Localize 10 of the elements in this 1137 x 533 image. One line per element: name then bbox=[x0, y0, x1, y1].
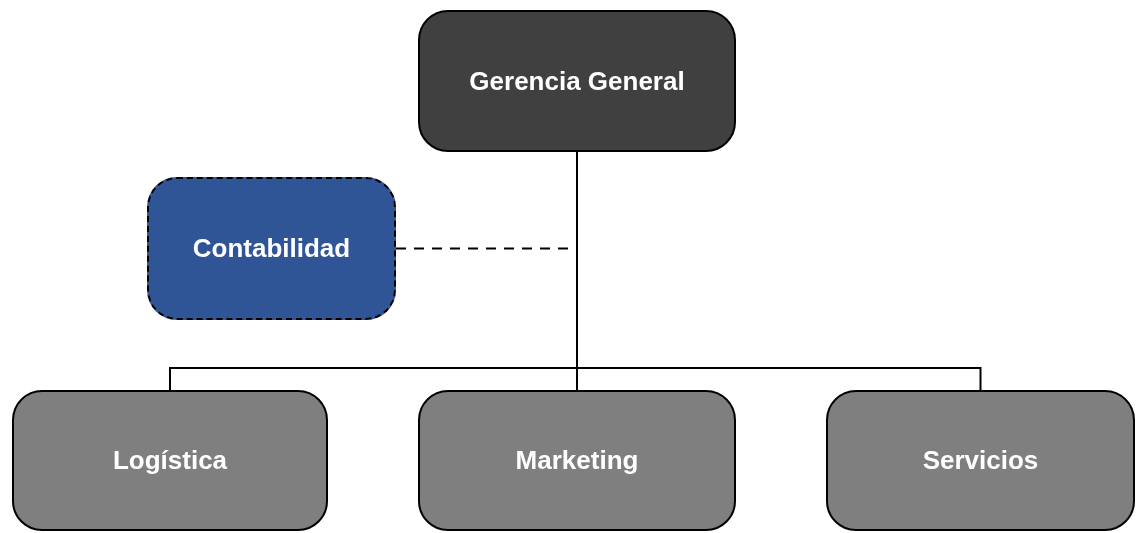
org-box bbox=[418, 10, 736, 152]
box-label: Logística bbox=[112, 444, 228, 477]
org-box bbox=[12, 390, 328, 531]
box-label: Marketing bbox=[515, 444, 639, 477]
org-box bbox=[826, 390, 1135, 531]
box-label: Contabilidad bbox=[192, 232, 351, 265]
org-box bbox=[147, 177, 396, 320]
box-label: Gerencia General bbox=[469, 64, 685, 98]
org-box bbox=[418, 390, 736, 531]
box-label: Servicios bbox=[922, 444, 1039, 477]
